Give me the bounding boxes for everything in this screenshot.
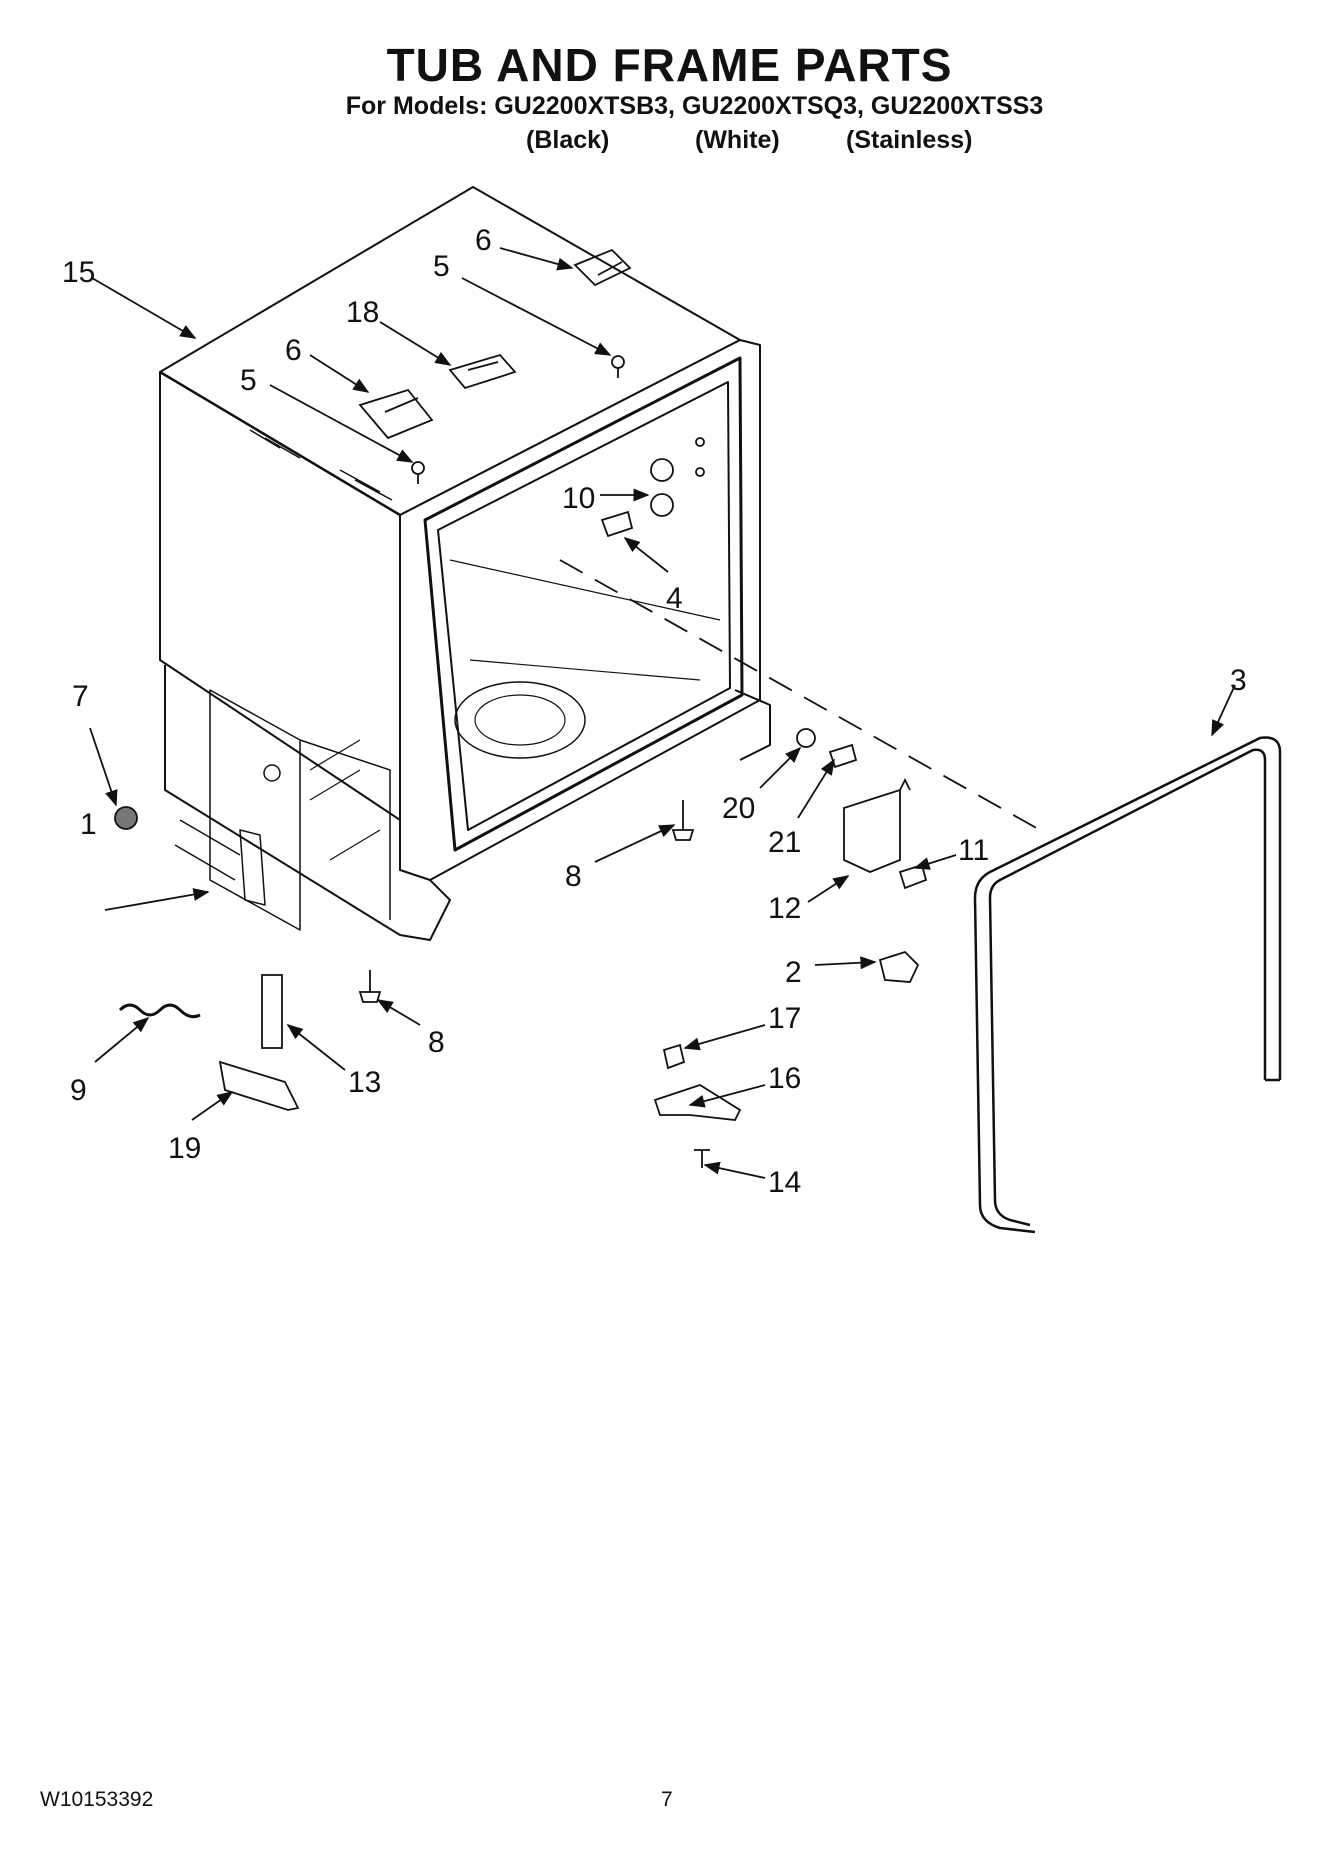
callout-5-lower: 5 [240, 364, 257, 397]
callout-18: 18 [346, 296, 379, 329]
small-parts-drawing [114, 248, 928, 1168]
document-number: W10153392 [40, 1788, 154, 1811]
callout-11: 11 [958, 834, 989, 867]
callout-17: 17 [768, 1002, 801, 1035]
callout-5-upper: 5 [433, 250, 450, 283]
callout-14: 14 [768, 1166, 801, 1199]
callout-15: 15 [62, 256, 95, 289]
callout-4: 4 [666, 582, 683, 615]
tub-drawing [159, 186, 1041, 941]
callout-labels: 1 2 3 4 5 5 6 6 7 8 8 9 10 11 12 13 14 1… [62, 224, 1247, 1199]
callout-10: 10 [562, 482, 595, 515]
callout-13: 13 [348, 1066, 381, 1099]
hinge-bracket-upper [573, 248, 632, 287]
callout-12: 12 [768, 892, 801, 925]
models-line: For Models: GU2200XTSB3, GU2200XTSQ3, GU… [345, 92, 1044, 120]
callout-16: 16 [768, 1062, 801, 1095]
callout-1: 1 [80, 808, 97, 841]
callout-8-left: 8 [428, 1026, 445, 1059]
page-number: 7 [661, 1788, 673, 1811]
callout-3: 3 [1230, 664, 1247, 697]
hinge-bracket-lower [358, 388, 434, 440]
callout-19: 19 [168, 1132, 201, 1165]
door-gasket-drawing [973, 736, 1282, 1234]
callout-9: 9 [70, 1074, 87, 1107]
callout-6-upper: 6 [475, 224, 492, 257]
callout-21: 21 [768, 826, 801, 859]
page-title: TUB AND FRAME PARTS [386, 39, 953, 91]
variant-black: (Black) [526, 126, 610, 154]
callout-8-right: 8 [565, 860, 582, 893]
variant-stainless: (Stainless) [846, 126, 973, 154]
leader-lines [89, 247, 1236, 1179]
variant-white: (White) [695, 126, 780, 154]
callout-2: 2 [785, 956, 802, 989]
callout-7: 7 [72, 680, 89, 713]
callout-6-lower: 6 [285, 334, 302, 367]
callout-20: 20 [722, 792, 755, 825]
